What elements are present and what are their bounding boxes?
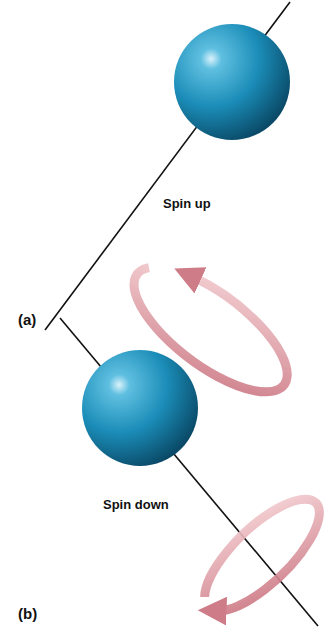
particle-sphere <box>174 24 290 140</box>
spin-axis <box>45 2 290 330</box>
particle-sphere <box>82 350 198 466</box>
panel-letter: (a) <box>18 312 36 329</box>
state-label: Spin down <box>100 497 172 513</box>
spin-down-figure <box>60 318 330 626</box>
panel-letter: (b) <box>18 606 37 623</box>
rotation-arrow <box>192 483 330 624</box>
spin-up-figure <box>45 2 306 414</box>
state-label: Spin up <box>160 196 214 212</box>
